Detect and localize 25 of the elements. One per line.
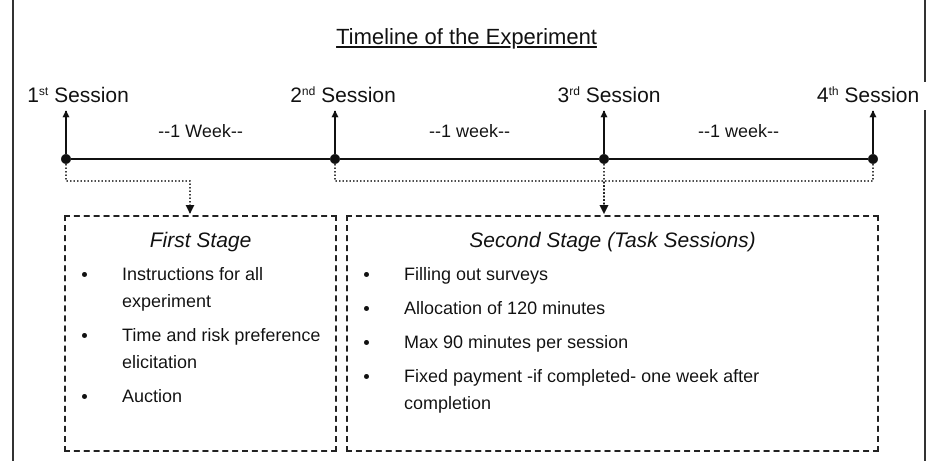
bullet-text: Max 90 minutes per session xyxy=(404,331,630,354)
bullet-text: Allocation of 120 minutes xyxy=(404,297,606,320)
arrow xyxy=(870,110,876,154)
arrow xyxy=(600,110,608,154)
timeline-line xyxy=(71,158,330,160)
timeline-dot xyxy=(868,154,878,164)
stage-heading: Second Stage (Task Sessions) xyxy=(469,229,756,253)
timeline-line xyxy=(340,158,599,160)
timeline-dot xyxy=(330,154,340,164)
bullet-text: Filling out surveys xyxy=(404,263,550,286)
bullet-text: Time and risk preference elicitation xyxy=(122,324,322,374)
timeline-dot xyxy=(599,154,609,164)
timeline-line xyxy=(609,158,868,160)
timeline-dot xyxy=(61,154,71,164)
dotted-arrow xyxy=(65,164,194,214)
stage-heading: First Stage xyxy=(150,229,252,253)
stage-box xyxy=(346,215,879,452)
diagram-title: Timeline of the Experiment xyxy=(336,24,597,50)
bullet-text: Fixed payment -if completed- one week after completion xyxy=(404,365,760,415)
stage-box xyxy=(64,215,337,452)
dotted-arrow xyxy=(600,164,874,214)
bullet-text: Auction xyxy=(122,385,184,408)
arrow xyxy=(62,110,70,154)
arrow xyxy=(332,110,338,154)
bullet-text: Instructions for all experiment xyxy=(122,263,264,313)
